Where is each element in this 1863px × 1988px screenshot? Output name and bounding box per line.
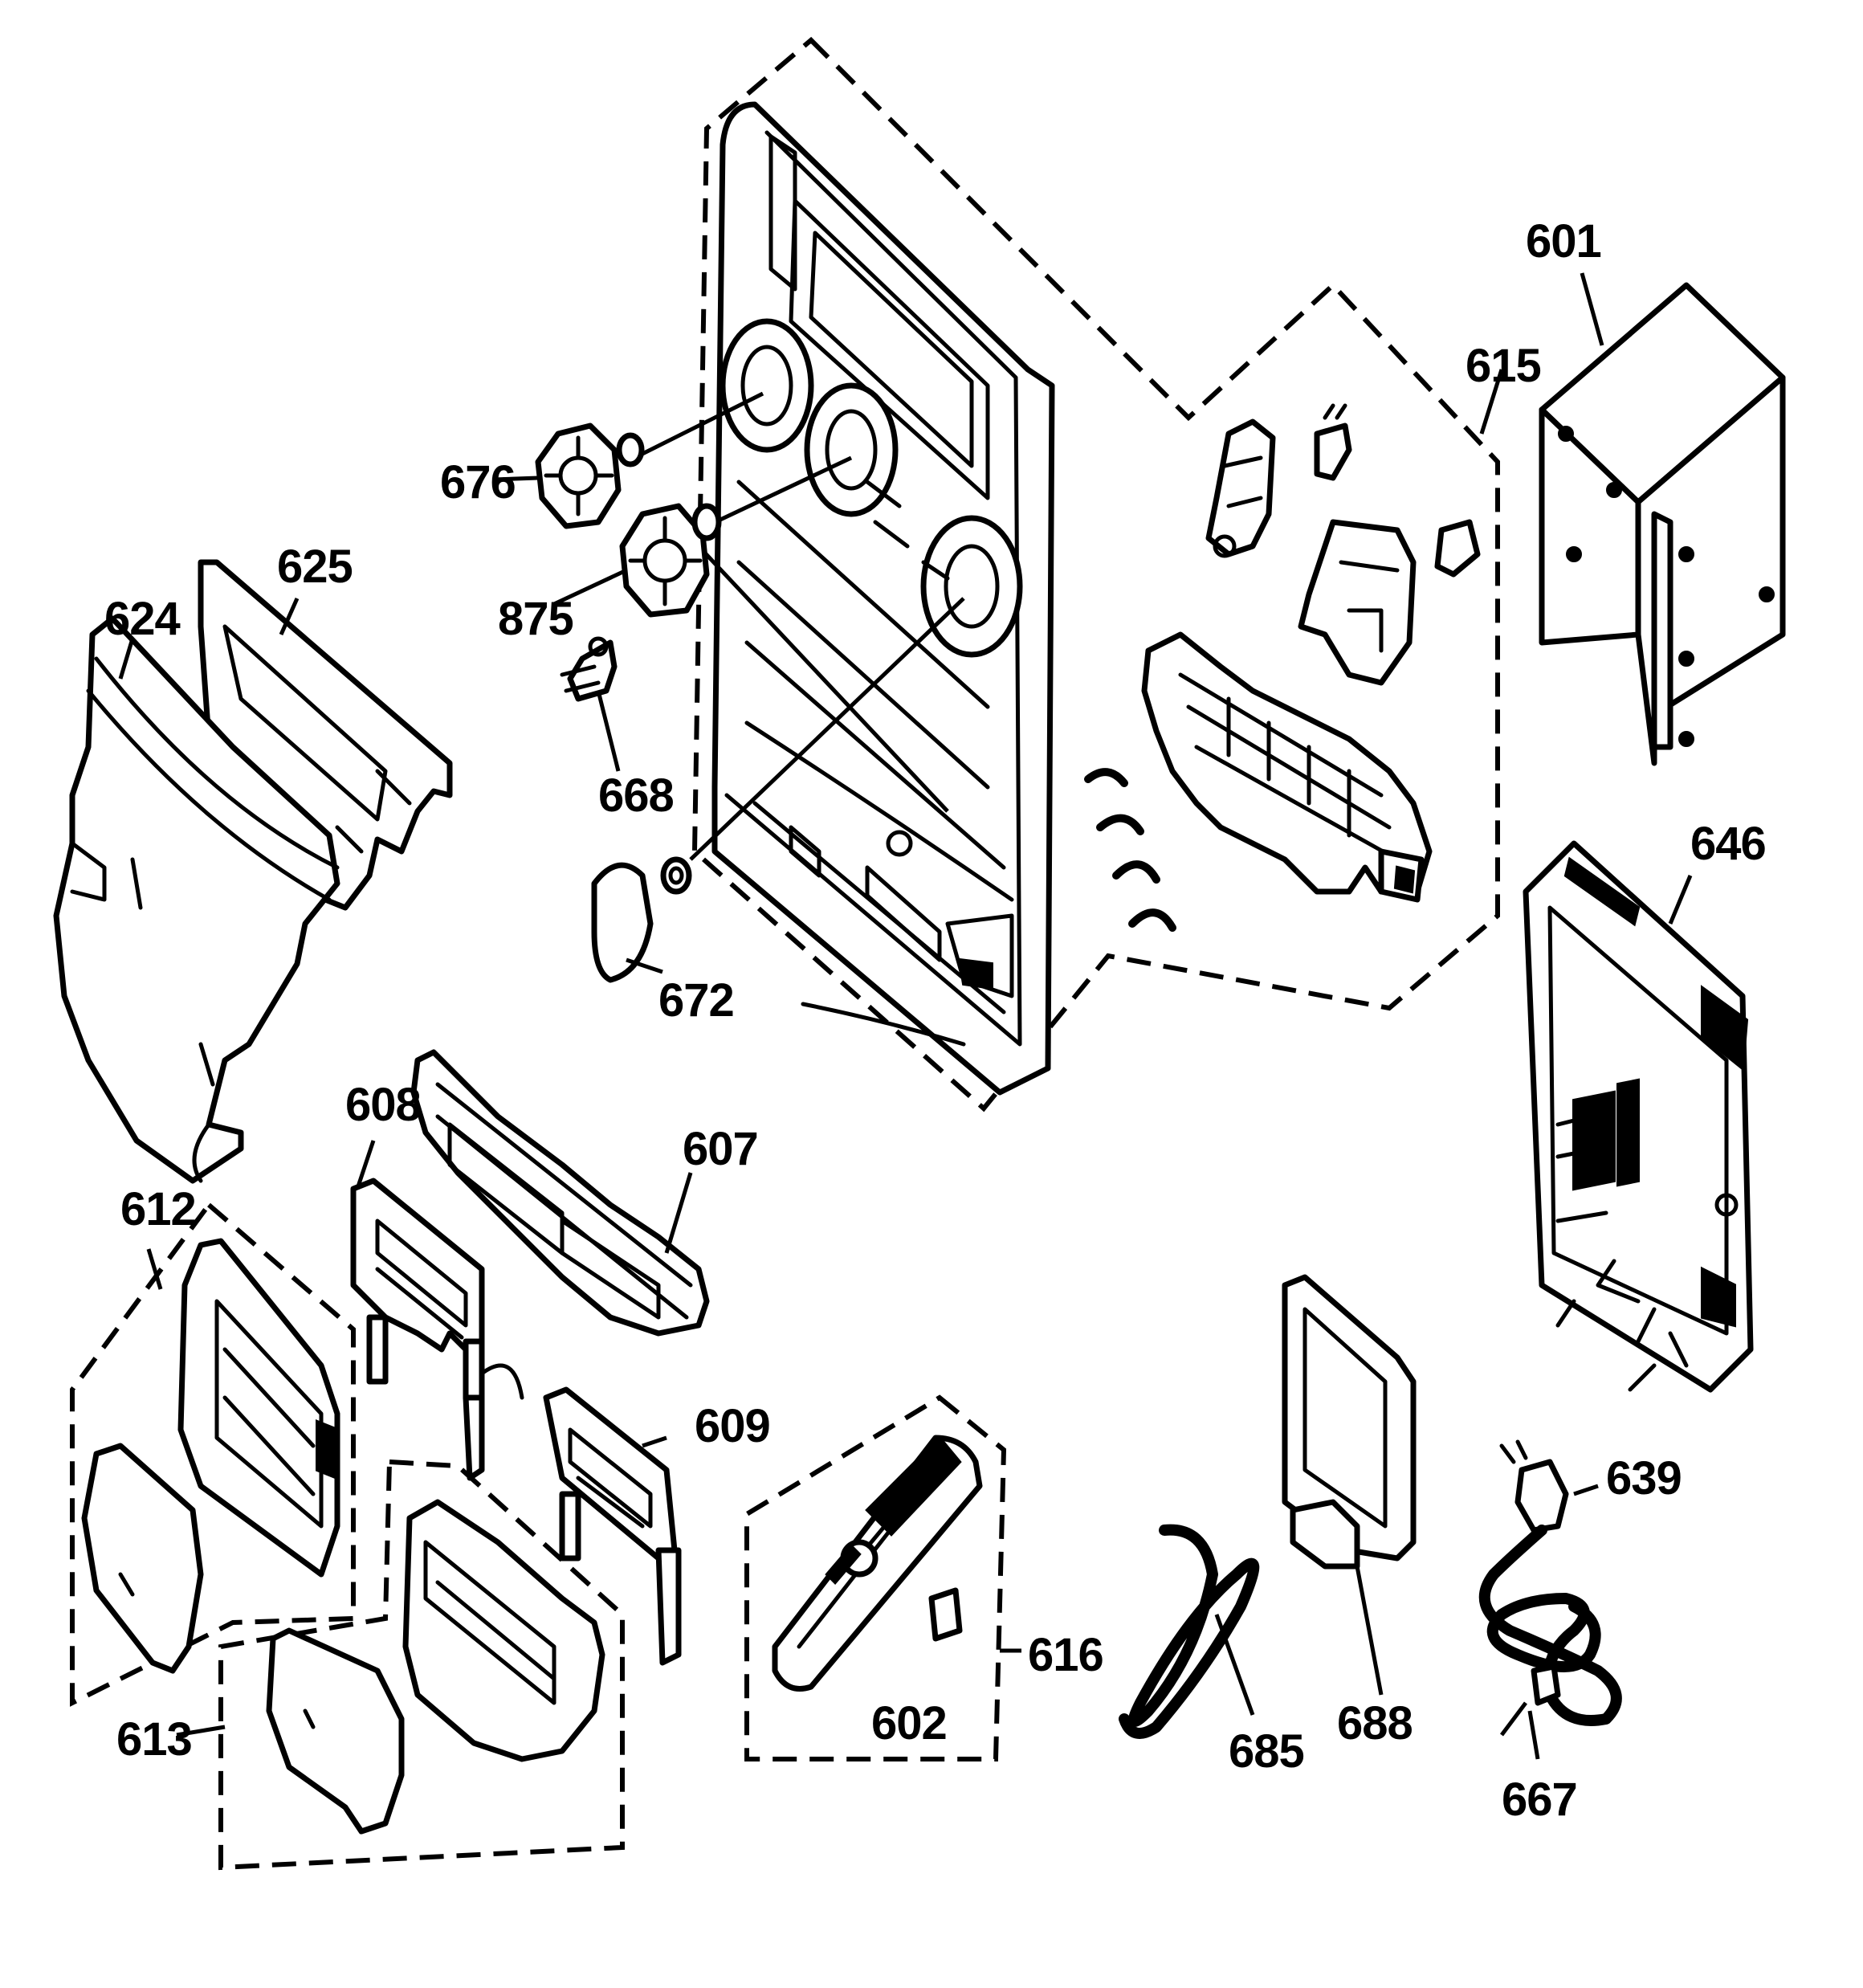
callout-672: 672 <box>658 974 734 1027</box>
callout-668: 668 <box>598 769 674 822</box>
knob-leaders <box>633 391 965 861</box>
callout-624: 624 <box>104 593 181 645</box>
callout-613: 613 <box>116 1713 192 1766</box>
callout-leaders <box>118 272 1693 1760</box>
knob-672 <box>591 856 692 983</box>
grille-607 <box>410 1049 710 1337</box>
knob-676 <box>535 423 645 529</box>
cassette-door-group-613-outline <box>218 1459 625 1871</box>
callout-667: 667 <box>1502 1774 1577 1826</box>
callouts: 601 615 646 676 875 668 672 625 624 607 … <box>104 215 1767 1826</box>
front-panel-group-outline <box>691 36 1500 1112</box>
cover-624 <box>53 615 340 1184</box>
callout-615: 615 <box>1466 340 1541 392</box>
callout-601: 601 <box>1526 215 1601 267</box>
callout-607: 607 <box>683 1123 758 1175</box>
clip-668 <box>560 636 618 702</box>
callout-685: 685 <box>1229 1725 1304 1778</box>
knob-875 <box>619 503 722 618</box>
callout-875: 875 <box>498 593 573 645</box>
callout-602: 602 <box>871 1697 947 1749</box>
cassette-frame-609 <box>543 1386 682 1666</box>
circuit-board-646 <box>1523 840 1754 1393</box>
callout-688: 688 <box>1337 1697 1413 1749</box>
power-cord-639-667 <box>1478 1439 1622 1737</box>
cassette-door-group-612-outline <box>70 1201 356 1707</box>
group-outlines <box>70 36 1500 1871</box>
cable-685 <box>1119 1524 1260 1739</box>
loop-antenna-688 <box>1282 1274 1417 1570</box>
callout-616: 616 <box>1028 1629 1103 1681</box>
button-assembly-615 <box>1084 403 1481 932</box>
callout-676: 676 <box>440 456 516 508</box>
cassette-door-613 <box>266 1499 605 1835</box>
callout-646: 646 <box>1690 818 1766 870</box>
cassette-frame-608 <box>350 1178 524 1481</box>
callout-625: 625 <box>277 541 353 593</box>
front-panel <box>711 101 1055 1096</box>
cassette-door-612 <box>81 1238 340 1674</box>
callout-639: 639 <box>1606 1452 1682 1504</box>
callout-608: 608 <box>345 1079 421 1131</box>
bracket-601 <box>1539 282 1786 766</box>
remote-control-616 <box>772 1435 983 1692</box>
callout-612: 612 <box>120 1183 196 1235</box>
callout-609: 609 <box>695 1400 770 1452</box>
